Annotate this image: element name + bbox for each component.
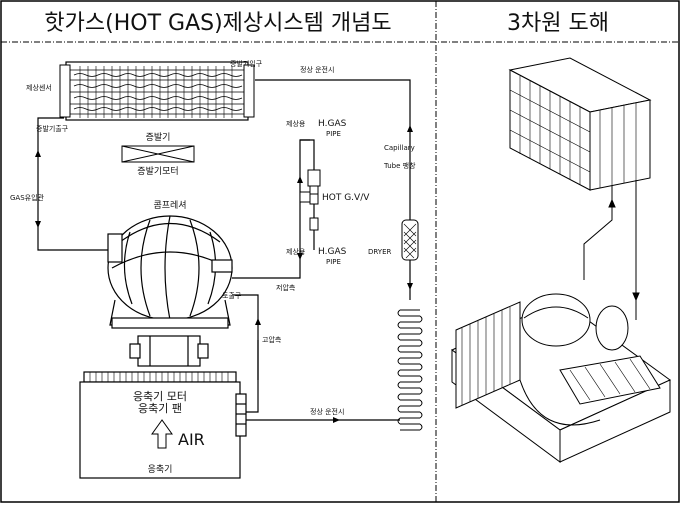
hot-gas-valve-label: HOT G.V/V — [322, 193, 370, 203]
gas-inlet-pipe-label: GAS유입관 — [10, 193, 45, 202]
condenser-label: 응축기 — [148, 464, 173, 475]
defrost-pipe-top-suffix: PIPE — [326, 130, 341, 138]
evaporator-inlet-label: 증발기입구 — [230, 59, 263, 68]
evaporator-label: 증발기 — [146, 132, 171, 143]
defrost-sensor-label: 제상센서 — [26, 83, 52, 92]
defrost-pipe-bottom-name: H.GAS — [318, 247, 347, 257]
refrigerant-piping — [37, 79, 411, 421]
left-panel-title: 핫가스(HOT GAS)제상시스템 개념도 — [44, 11, 391, 36]
compressor-label: 콤프레셔 — [153, 200, 186, 211]
condenser-fan-label: 응축기 팬 — [138, 402, 182, 415]
capillary-label-line2: Tube 팽창 — [383, 161, 416, 170]
low-pressure-label: 저압측 — [276, 283, 296, 292]
air-label: AIR — [178, 430, 205, 449]
hot-gas-valve — [299, 169, 321, 231]
dryer-label: DRYER — [368, 248, 392, 256]
right-panel-title: 3차원 도해 — [507, 11, 609, 36]
condenser-unit — [79, 371, 247, 479]
isometric-piping — [583, 180, 640, 320]
condenser-motor-label: 응축기 모터 — [133, 390, 187, 403]
capillary-coil — [397, 309, 423, 431]
evaporator-outlet-label: 증발기출구 — [36, 124, 69, 133]
defrost-pipe-bottom-suffix: PIPE — [326, 258, 341, 266]
condenser-motor — [129, 335, 209, 367]
compressor-unit — [107, 215, 233, 329]
capillary-label-line1: Capillary — [384, 144, 415, 152]
discharge-port-label: 토출구 — [222, 291, 242, 300]
normal-operation-top-label: 정상 운전시 — [300, 65, 334, 74]
evaporator-motor-box — [121, 145, 195, 163]
isometric-evaporator-illustration — [508, 57, 652, 191]
defrost-pipe-top-prefix: 제상용 — [286, 119, 306, 128]
normal-operation-bottom-label: 정상 운전시 — [310, 407, 344, 416]
dryer-filter — [401, 219, 419, 261]
high-pressure-label: 고압측 — [262, 335, 282, 344]
evaporator-coil — [59, 61, 255, 121]
defrost-pipe-bottom-prefix: 제상용 — [286, 247, 306, 256]
isometric-condensing-unit-illustration — [451, 293, 671, 463]
evaporator-motor-label: 증발기모터 — [137, 166, 178, 177]
air-arrow-icon — [151, 419, 173, 449]
defrost-pipe-top-name: H.GAS — [318, 119, 347, 129]
